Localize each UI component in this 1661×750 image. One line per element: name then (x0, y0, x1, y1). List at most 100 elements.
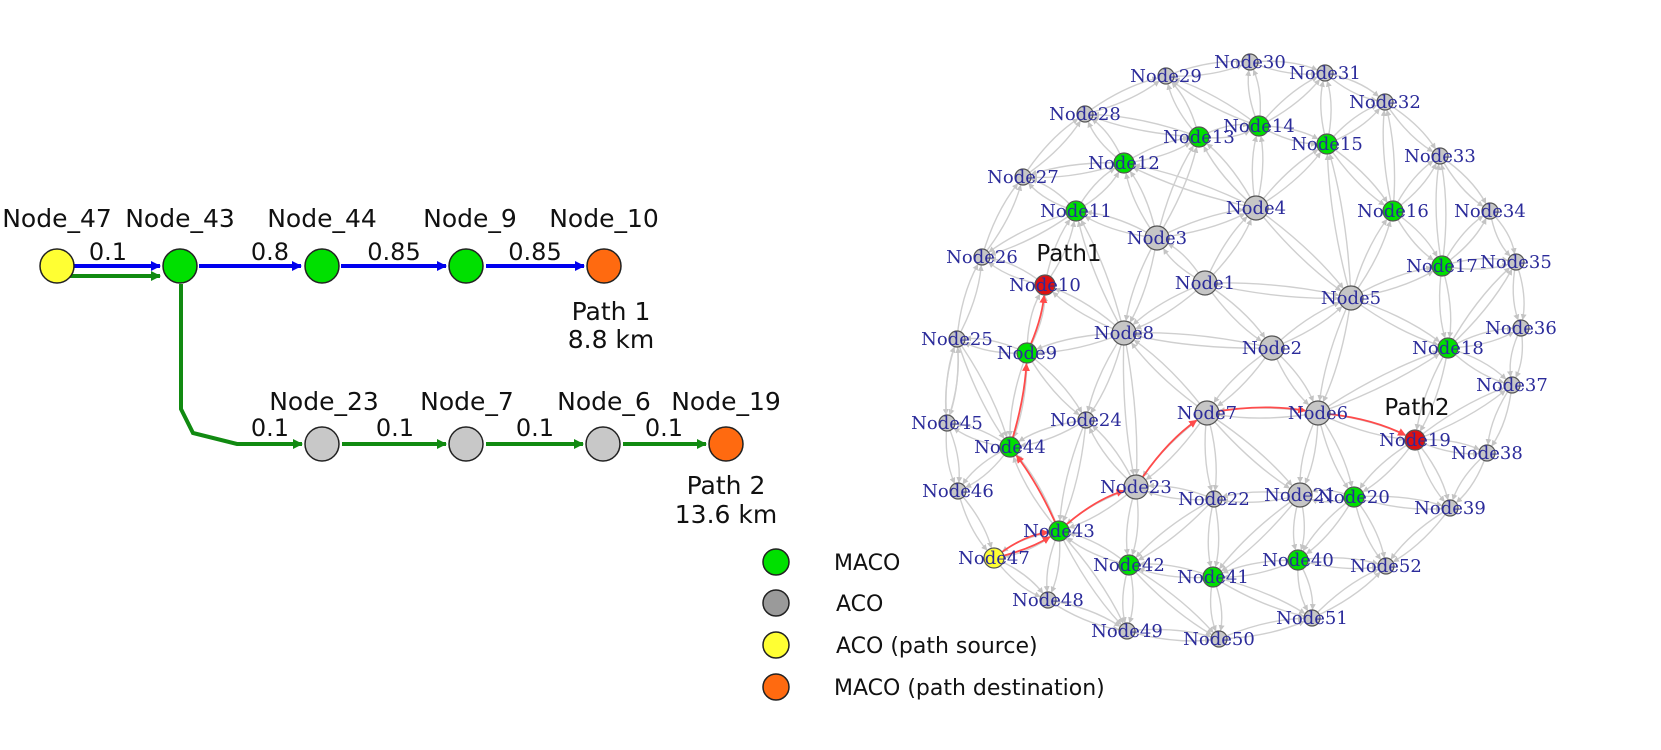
path-diagram: 0.1 0.8 0.85 0.85 0.1 0.1 0.1 0.1 Node_4… (2, 204, 781, 529)
network-edge (1350, 219, 1388, 299)
network-node-32 (1376, 93, 1394, 111)
node-9-label: Node_9 (423, 204, 517, 233)
network-node-44 (999, 436, 1021, 458)
network-edge (1123, 237, 1158, 322)
node-23-label: Node_23 (269, 387, 379, 416)
network-edge (1212, 576, 1305, 618)
network-edge (1122, 332, 1136, 476)
network-edge (1128, 564, 1214, 634)
network-edge (1058, 530, 1124, 624)
network-node-label: Node19 (1379, 430, 1451, 451)
network-node-label: Node18 (1412, 338, 1484, 359)
network-node-label: Node16 (1357, 201, 1429, 222)
network-node-36 (1512, 319, 1530, 337)
network-edge (1204, 282, 1340, 297)
legend-source-swatch (762, 631, 790, 659)
network-edge (1328, 153, 1352, 299)
legend-aco-swatch (762, 589, 790, 617)
network-node-5 (1338, 285, 1364, 311)
network-node-24 (1077, 411, 1095, 429)
network-node-label: Node4 (1226, 198, 1286, 219)
network-node-label: Node29 (1130, 66, 1202, 87)
network-node-33 (1431, 147, 1449, 165)
network-node-25 (948, 330, 966, 348)
node-7-label: Node_7 (420, 387, 514, 416)
network-node-4 (1243, 195, 1269, 221)
network-node-label: Node34 (1454, 201, 1526, 222)
network-node-52 (1377, 557, 1395, 575)
network-node-6 (1305, 400, 1331, 426)
network-node-label: Node20 (1318, 487, 1390, 508)
network-node-50 (1210, 630, 1228, 648)
path1-name: Path 1 (572, 297, 651, 326)
network-node-label: Node21 (1264, 485, 1336, 506)
network-edge (1123, 332, 1140, 476)
network-node-label: Node2 (1242, 338, 1302, 359)
network-node-23 (1123, 474, 1149, 500)
network-node-17 (1431, 255, 1453, 277)
network-node-43 (1048, 520, 1070, 542)
node-47-label: Node_47 (2, 204, 112, 233)
network-node-label: Node42 (1093, 555, 1165, 576)
network-node-10 (1034, 274, 1056, 296)
legend-maco-label: MACO (834, 551, 900, 576)
legend-destination-label: MACO (path destination) (834, 676, 1105, 701)
network-edge (1126, 630, 1212, 644)
node-7-circle (448, 426, 484, 462)
network-node-label: Node7 (1177, 403, 1237, 424)
network-edge (1062, 419, 1087, 522)
network-node-label: Node15 (1291, 134, 1363, 155)
network-node-48 (1039, 591, 1057, 609)
network-node-27 (1014, 168, 1032, 186)
network-node-label: Node46 (922, 481, 994, 502)
legend: MACO ACO ACO (path source) MACO (path de… (762, 548, 1105, 701)
legend-source-label: ACO (path source) (836, 634, 1038, 659)
network-node-label: Node8 (1094, 323, 1154, 344)
network-node-11 (1065, 200, 1087, 222)
network-node-label: Node12 (1088, 153, 1160, 174)
network-edge (1324, 153, 1352, 299)
network-edge (1322, 297, 1352, 403)
network-node-37 (1503, 376, 1521, 394)
network-node-12 (1113, 152, 1135, 174)
network-edge (1137, 498, 1215, 561)
network-node-39 (1441, 499, 1459, 517)
network-node-label: Node33 (1404, 146, 1476, 167)
network-node-label: Node32 (1349, 92, 1421, 113)
network-edge (1128, 564, 1213, 636)
network-edge (1084, 76, 1159, 115)
network-node-label: Node48 (1012, 590, 1084, 611)
network-edge (1058, 530, 1122, 626)
legend-maco-swatch (762, 548, 790, 576)
node-6-circle (585, 426, 621, 462)
network-node-label: Node50 (1183, 629, 1255, 650)
network-edge (1126, 628, 1212, 639)
path2-edge-43-23 (179, 284, 303, 449)
network-node-label: Node43 (1023, 521, 1095, 542)
network-edge (1317, 350, 1439, 414)
network-edge (1092, 111, 1200, 138)
path1-weight-3: 0.85 (367, 238, 420, 266)
node-43-circle (162, 248, 198, 284)
network-node-label: Node41 (1177, 567, 1249, 588)
network-edge (956, 338, 1009, 438)
network-edge (1133, 163, 1257, 209)
network-node-49 (1118, 622, 1136, 640)
network-node-label: Node44 (974, 437, 1046, 458)
network-edge (1414, 387, 1505, 441)
network-node-45 (938, 414, 956, 432)
legend-aco-label: ACO (836, 592, 883, 617)
network-node-31 (1316, 64, 1334, 82)
path2-weight-2: 0.1 (251, 414, 289, 442)
network-node-label: Node1 (1175, 273, 1235, 294)
network-edge (946, 346, 962, 424)
network-node-label: Node22 (1178, 489, 1250, 510)
network-edge (981, 184, 1023, 258)
network-node-1 (1192, 270, 1218, 296)
node-6-label: Node_6 (557, 387, 651, 416)
path2-weight-4: 0.1 (516, 414, 554, 442)
network-edge (1435, 163, 1443, 267)
network-node-51 (1303, 609, 1321, 627)
path2-weight-5: 0.1 (645, 414, 683, 442)
